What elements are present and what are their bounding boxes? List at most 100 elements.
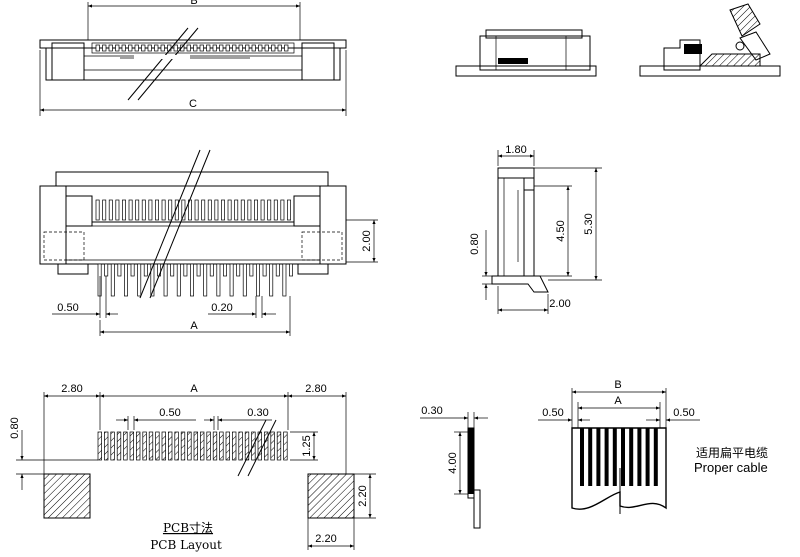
top-contact (225, 44, 230, 52)
pcb-dim-pad-width: 0.30 (247, 407, 268, 419)
top-contact (154, 44, 159, 52)
pcb-dim-left: 2.80 (61, 383, 82, 395)
front-lower-contact (256, 263, 260, 297)
front-lower-contact (249, 263, 254, 277)
pcb-pad (264, 431, 269, 461)
front-upper-contact (214, 199, 219, 221)
top-contact (160, 44, 165, 52)
pcb-pad (155, 431, 160, 461)
cable-conductor (621, 428, 625, 486)
cable-conductor (645, 428, 650, 486)
side-dim-step: 0.80 (469, 233, 481, 254)
pcb-pad (270, 431, 275, 461)
front-lower-contact (196, 263, 201, 277)
front-upper-contact (260, 199, 265, 221)
pcb-land-right (307, 473, 355, 519)
pcb-dim-pad-len: 1.25 (301, 435, 313, 456)
cable-conductors (580, 428, 658, 486)
front-upper-contact (234, 199, 239, 221)
front-lower-contact (223, 263, 227, 277)
front-lower-contact (269, 263, 274, 297)
front-lower-contact (117, 263, 122, 277)
cable-side-view: 0.30 4.00 (420, 405, 488, 529)
side-dim-total: 5.30 (583, 213, 595, 234)
pcb-dim-a: A (190, 383, 198, 395)
front-lower-contact (242, 263, 247, 297)
section-view (639, 3, 781, 77)
front-upper-contact (181, 199, 186, 221)
front-lower-contact (262, 263, 267, 277)
front-upper-contact (194, 199, 199, 221)
cable-conductor (588, 428, 593, 486)
pcb-pad (129, 431, 134, 461)
top-contact (251, 44, 256, 52)
front-view: 0.50 0.20 A 2.00 (39, 149, 378, 336)
cable-conductor (629, 428, 634, 486)
front-upper-contacts (95, 199, 291, 221)
front-upper-contact (122, 199, 126, 221)
front-lower-contact (130, 263, 135, 277)
front-upper-contact (161, 199, 166, 221)
pcb-pad (110, 431, 115, 461)
pcb-pad (174, 431, 179, 461)
flat-cable: B A 0.50 0.50 适用扁平电缆 Proper cable (538, 379, 768, 514)
top-contact (258, 44, 263, 52)
pcb-land-left (43, 473, 91, 519)
top-contact (115, 44, 120, 52)
front-lower-contact (229, 263, 234, 297)
pcb-pad (142, 431, 147, 461)
front-lower-contact (104, 263, 109, 277)
side-dim-inner: 4.50 (555, 220, 567, 241)
front-lower-contact (203, 263, 208, 297)
front-lower-contact (209, 263, 214, 277)
top-contact (193, 44, 198, 52)
front-lower-contact (216, 263, 221, 297)
front-lower-contact (124, 263, 128, 297)
side-view: 1.80 4.50 5.30 0.80 2.00 (469, 144, 602, 314)
side-elevation (455, 29, 597, 77)
front-lower-contact (97, 263, 102, 297)
cable-dim-len: 4.00 (447, 452, 459, 473)
pcb-pad (168, 431, 173, 461)
top-contact (134, 44, 139, 52)
pcb-pad (193, 431, 198, 461)
top-contact (95, 44, 100, 52)
top-contact (238, 44, 243, 52)
cable-label-cn: 适用扁平电缆 (696, 446, 768, 460)
pcb-pad (180, 431, 186, 461)
front-upper-contact (148, 199, 153, 221)
front-lower-contact (183, 263, 188, 277)
top-contact (147, 44, 152, 52)
top-contact (199, 44, 204, 52)
pcb-pad (238, 431, 243, 461)
front-upper-contact (135, 199, 140, 221)
cable-conductor (653, 428, 658, 486)
cable-dim-thick: 0.30 (421, 405, 442, 417)
front-lower-contact (275, 263, 280, 277)
pcb-pad (97, 431, 102, 461)
front-dim-pitch: 0.20 (211, 302, 232, 314)
front-lower-contact (236, 263, 241, 277)
cable-dim-b: B (614, 379, 621, 391)
front-lower-contact (190, 263, 194, 297)
top-contact (121, 44, 126, 52)
top-contact (141, 44, 146, 52)
top-dim-b: B (190, 0, 197, 7)
top-contact (212, 44, 217, 52)
pcb-pad (232, 431, 237, 461)
cable-conductor (612, 428, 617, 486)
pcb-pad-row (97, 431, 288, 461)
pcb-pad (225, 431, 230, 461)
pcb-pad (148, 431, 154, 461)
front-lower-contact (176, 263, 181, 297)
cable-dim-right: 0.50 (673, 407, 694, 419)
pcb-pad (283, 431, 288, 461)
cable-conductor (580, 428, 584, 486)
front-upper-contact (240, 199, 245, 221)
pcb-pad (212, 431, 218, 461)
side-dim-width: 1.80 (505, 144, 526, 156)
front-upper-contact (254, 199, 258, 221)
front-lower-contact (170, 263, 175, 277)
top-contact (180, 44, 185, 52)
